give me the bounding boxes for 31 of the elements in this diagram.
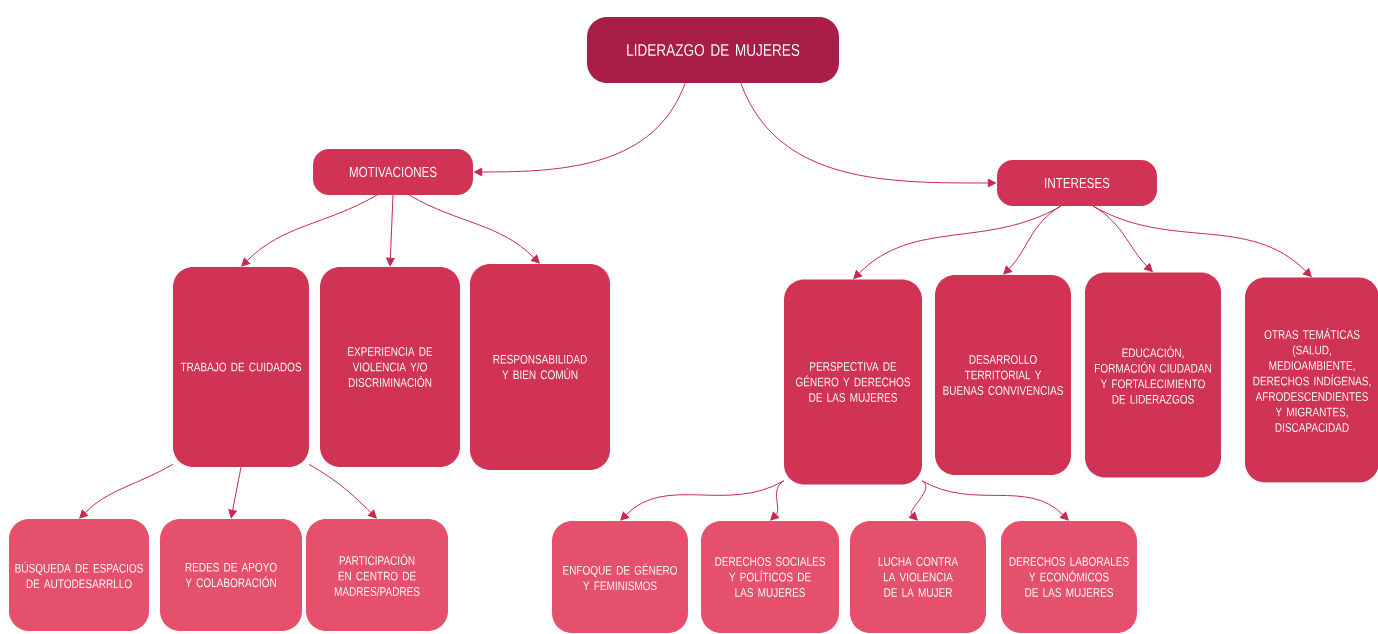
title-box: LIDERAZGO DE MUJERES bbox=[587, 17, 839, 83]
concept-box: MOTIVACIONES bbox=[313, 149, 473, 195]
arrow bbox=[1092, 205, 1312, 277]
arrow bbox=[241, 194, 378, 267]
arrow bbox=[770, 480, 785, 521]
concept-box: PERSPECTIVA DE GÉNERO Y DERECHOS DE LAS MUJERES bbox=[784, 279, 922, 485]
arrow bbox=[740, 82, 997, 188]
concept-box: BÚSQUEDA DE ESPACIOS DE AUTODESARRLLO bbox=[9, 519, 149, 631]
arrow bbox=[308, 463, 377, 519]
concept-box: REDES DE APOYO Y COLABORACIÓN bbox=[160, 519, 302, 631]
concept-box: EDUCACIÓN, FORMACIÓN CIUDADAN Y FORTALECIMIENTO DE LIDERAZGOS bbox=[1085, 272, 1221, 478]
concept-box: DERECHOS SOCIALES Y POLÍTICOS DE LAS MUJERES bbox=[701, 521, 839, 633]
arrow bbox=[921, 480, 1069, 521]
concept-box: RESPONSABILIDAD Y BIEN COMÚN bbox=[470, 264, 610, 470]
arrow bbox=[408, 194, 540, 264]
arrow bbox=[79, 463, 174, 519]
concept-box: ENFOQUE DE GÉNERO Y FEMINISMOS bbox=[552, 521, 688, 633]
concept-box: DESARROLLO TERRITORIAL Y BUENAS CONVIVENCIAS bbox=[935, 275, 1071, 475]
concept-box: TRABAJO DE CUIDADOS bbox=[173, 267, 309, 467]
arrow bbox=[228, 466, 242, 519]
concept-box: EXPERIENCIA DE VIOLENCIA Y/O DISCRIMINACIÓN bbox=[320, 267, 460, 467]
arrow bbox=[1003, 205, 1062, 275]
arrow bbox=[473, 82, 686, 177]
concept-box: DERECHOS LABORALES Y ECONÓMICOS DE LAS MUJERES bbox=[1001, 521, 1137, 633]
arrow bbox=[620, 480, 785, 521]
concept-box: INTERESES bbox=[997, 160, 1157, 206]
arrow bbox=[386, 194, 395, 267]
concept-box: PARTICIPACIÓN EN CENTRO DE MADRES/PADRES bbox=[306, 519, 448, 631]
concept-box: LUCHA CONTRA LA VIOLENCIA DE LA MUJER bbox=[850, 521, 986, 633]
concept-box: OTRAS TEMÁTICAS (SALUD, MEDIOAMBIENTE, DERECHOS INDÍGENAS, AFRODESCENDIENTES Y MIGRANTES, DISCAPACIDAD bbox=[1245, 277, 1378, 483]
arrow bbox=[908, 480, 927, 521]
